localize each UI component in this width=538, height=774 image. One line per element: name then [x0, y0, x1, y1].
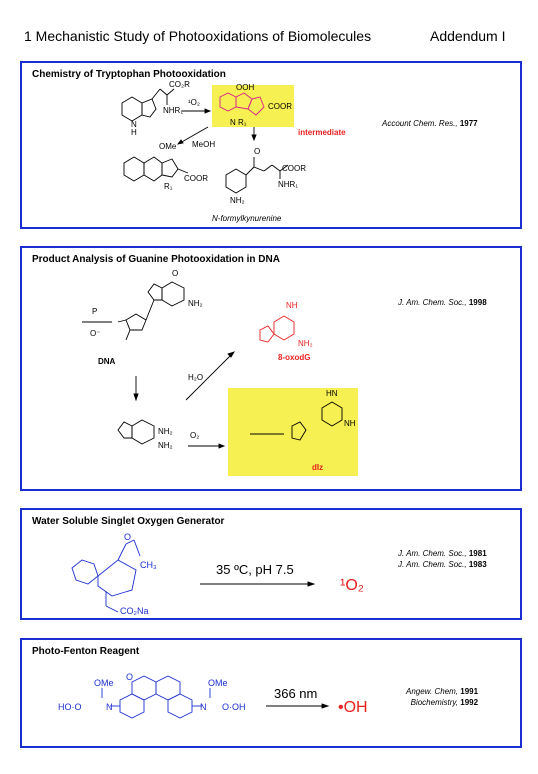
label-o: O	[126, 672, 133, 682]
ref-journal: J. Am. Chem. Soc.,	[398, 560, 467, 569]
label-om: O⁻	[90, 329, 100, 338]
label-ome-left: OMe	[94, 678, 114, 688]
label-nh3: NH	[344, 419, 356, 428]
label-ome: OMe	[159, 142, 177, 151]
guanine-scheme: O NH₂ P O⁻ DNA NH NH₂ 8-oxodG H₂O NH₂ NH…	[82, 269, 358, 476]
ref-year: 1991	[460, 687, 479, 696]
label-r1: R₁	[164, 182, 173, 191]
label-n-left: N	[106, 702, 113, 712]
panel-tryptophan: Chemistry of Tryptophan Photooxidation A…	[20, 61, 522, 229]
singlet-oxygen-scheme: O CH₃ CO₂Na 35 ºC, pH 7.5 ¹O₂	[71, 532, 364, 616]
label-n-right: N	[200, 702, 207, 712]
label-condition: 366 nm	[274, 686, 317, 701]
label-nh2-red: NH₂	[298, 339, 313, 348]
label-intermediate: intermediate	[298, 128, 346, 137]
label-nh2c: NH₂	[158, 427, 173, 436]
reference: J. Am. Chem. Soc., 1998	[398, 298, 487, 307]
label-nh-red: NH	[286, 301, 298, 310]
label-nhr1b: NHR₁	[278, 180, 298, 189]
reference-line: J. Am. Chem. Soc., 1981	[398, 548, 487, 559]
label-left-group: HO·O	[58, 702, 82, 712]
label-nh2: NH₂	[230, 196, 245, 205]
reference: Angew. Chem, 1991 Biochemistry, 1992	[406, 686, 478, 708]
label-right-group: O·OH	[222, 702, 246, 712]
ref-journal: Angew. Chem,	[406, 687, 459, 696]
panel-title: Water Soluble Singlet Oxygen Generator	[32, 516, 225, 527]
label-coor3: COOR	[282, 164, 306, 173]
label-o: O	[172, 269, 178, 278]
label-ome-right: OMe	[208, 678, 228, 688]
reference-line: Angew. Chem, 1991	[406, 686, 478, 697]
ref-year: 1998	[468, 298, 487, 307]
label-co2na: CO₂Na	[120, 606, 149, 616]
label-o2: ¹O₂	[188, 98, 200, 107]
reference-line: J. Am. Chem. Soc., 1983	[398, 559, 487, 570]
label-nr1: N R₁	[230, 118, 247, 127]
panel-title: Chemistry of Tryptophan Photooxidation	[32, 69, 226, 80]
label-ooh: OOH	[236, 83, 254, 92]
label-nh2: NH₂	[188, 299, 203, 308]
label-coor2: COOR	[184, 174, 208, 183]
highlight-box	[228, 388, 358, 476]
label-p: P	[92, 307, 97, 316]
label-product: •OH	[338, 699, 368, 716]
label-oxodg: 8-oxodG	[278, 353, 310, 362]
panel-guanine: Product Analysis of Guanine Photooxidati…	[20, 246, 522, 491]
label-ch3: CH₃	[140, 560, 157, 570]
label-coor: COOR	[268, 102, 292, 111]
photo-fenton-scheme: OMe OMe HO·O O·OH N N O 366 nm •OH	[58, 672, 368, 719]
ref-year: 1977	[459, 119, 478, 128]
panel-title: Photo-Fenton Reagent	[32, 646, 140, 657]
label-co2r: CO₂R	[169, 80, 190, 89]
label-n: N	[131, 120, 137, 129]
ref-year: 1992	[460, 698, 479, 707]
label-nh2d: NH₂	[158, 441, 173, 450]
label-condition: 35 ºC, pH 7.5	[216, 562, 294, 577]
page-title: 1 Mechanistic Study of Photooxidations o…	[24, 28, 372, 44]
ref-year: 1981	[468, 549, 487, 558]
label-o2: O₂	[190, 431, 199, 440]
label-meoh: MeOH	[192, 140, 215, 149]
reference-line: Biochemistry, 1992	[406, 697, 478, 708]
tryptophan-scheme: CO₂R NHR₁ N H ¹O₂ OOH COOR N R₁ intermed…	[121, 80, 346, 223]
highlight-box	[212, 85, 294, 127]
ref-journal: Biochemistry,	[410, 698, 459, 707]
label-diz: dIz	[312, 463, 323, 472]
label-product: ¹O₂	[340, 577, 364, 594]
panel-title: Product Analysis of Guanine Photooxidati…	[32, 254, 280, 265]
label-o: O	[124, 532, 131, 542]
addendum-label: Addendum I	[430, 28, 506, 44]
label-hn: HN	[326, 389, 338, 398]
label-h2o: H₂O	[188, 373, 203, 382]
label-nhr1: NHR₁	[163, 106, 183, 115]
ref-journal: J. Am. Chem. Soc.,	[398, 298, 467, 307]
ref-year: 1983	[468, 560, 487, 569]
label-nfk: N-formylkynurenine	[212, 214, 282, 223]
label-h: H	[131, 128, 137, 137]
reference: J. Am. Chem. Soc., 1981 J. Am. Chem. Soc…	[398, 548, 487, 570]
label-o: O	[254, 147, 260, 156]
panel-singlet-oxygen: Water Soluble Singlet Oxygen Generator J…	[20, 508, 522, 620]
label-dna: DNA	[98, 357, 116, 366]
ref-journal: Account Chem. Res.,	[382, 119, 458, 128]
ref-journal: J. Am. Chem. Soc.,	[398, 549, 467, 558]
panel-photo-fenton: Photo-Fenton Reagent Angew. Chem, 1991 B…	[20, 638, 522, 748]
reference: Account Chem. Res., 1977	[382, 119, 478, 128]
